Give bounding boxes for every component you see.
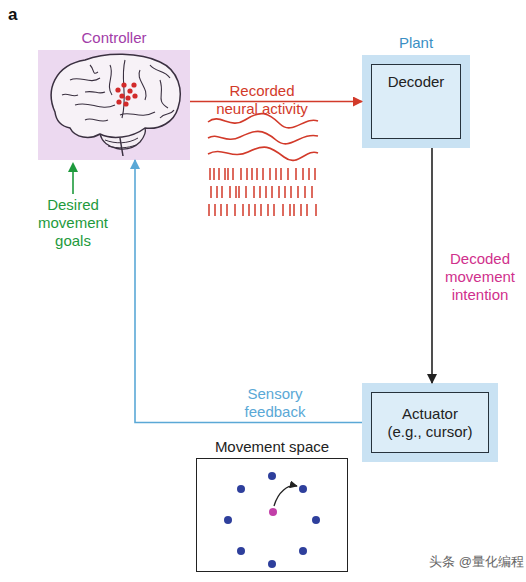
box-heading: Plant [332,34,500,52]
box-heading: Controller [8,29,220,47]
lfp-trace [208,131,318,144]
movement-space-box: Movement space [196,458,348,572]
lfp-trace [208,147,318,160]
goal-label: Desired movement goals [38,196,108,250]
edge-label: Decoded movement intention [444,250,516,304]
goal-arrow-line [72,170,74,194]
goal-arrow-head [68,162,78,172]
spike-row [211,186,312,198]
decoder-box: DecoderPlant [362,55,470,148]
panel-letter: a [8,6,28,24]
connector-arrow [135,160,362,423]
spike-row [210,168,315,180]
box-text: Actuator (e.g., cursor) [385,405,475,441]
spike-raster [209,168,316,216]
box-text: Decoder [371,73,461,91]
actuator-box: Actuator (e.g., cursor) [362,383,498,462]
edge-label: Recorded neural activity [212,82,312,118]
inner-box: Actuator (e.g., cursor) [371,392,489,453]
connector-arrow [431,148,433,383]
edge-label: Sensory feedback [240,385,310,421]
inner-box: Decoder [371,64,461,139]
neural-traces [208,114,318,161]
spike-row [209,204,316,216]
box-heading: Movement space [167,438,377,456]
controller-box: Controller [38,50,190,160]
watermark: 头条 @量化编程 [420,553,524,571]
